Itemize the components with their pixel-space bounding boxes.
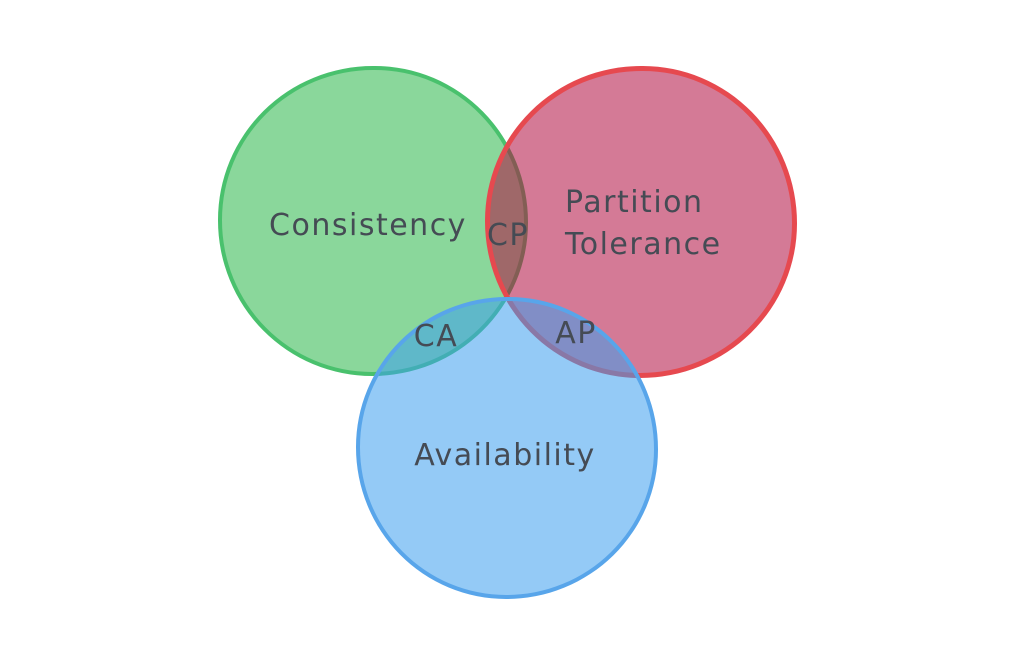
ca-label: CA [413,319,459,354]
cp-label: CP [486,218,530,253]
availability-circle [356,297,658,599]
partition-tolerance-label: Partition Tolerance [565,185,722,262]
consistency-circle [218,66,528,376]
consistency-label: Consistency [269,208,467,243]
ap-label: AP [555,316,597,351]
availability-label: Availability [414,438,596,473]
